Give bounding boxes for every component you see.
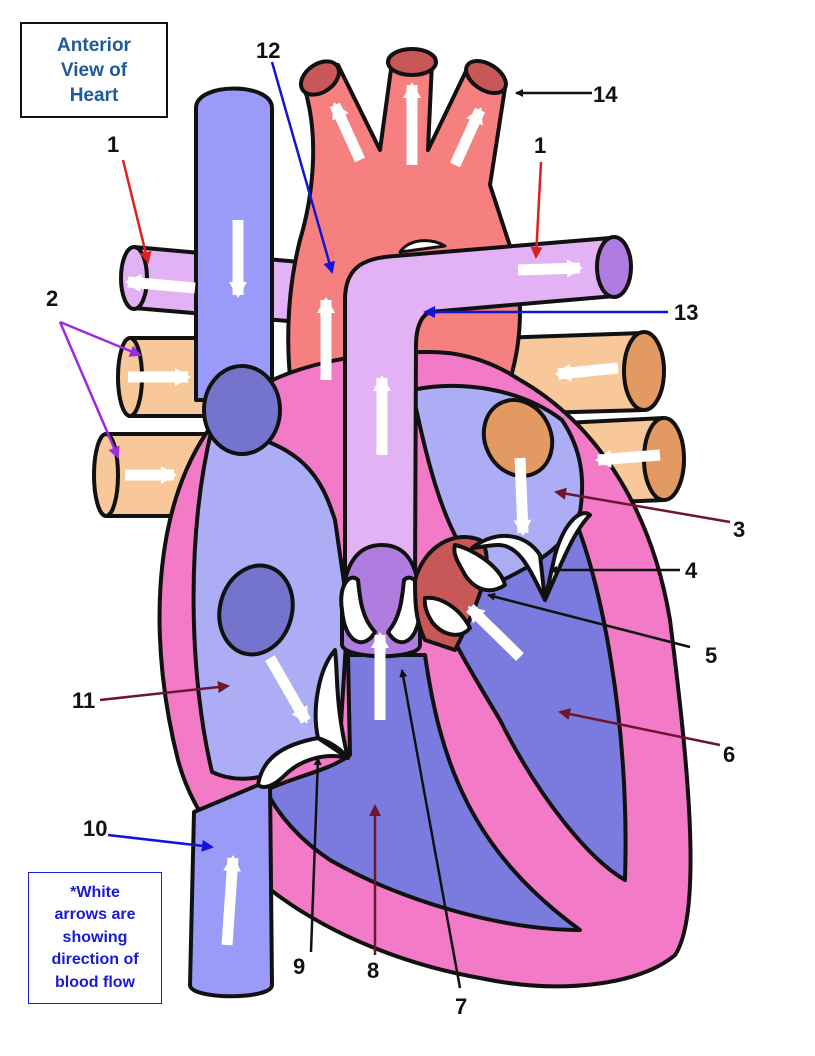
mitral-valve xyxy=(470,511,592,602)
flow-arrow xyxy=(517,259,583,278)
left-atrium-opening xyxy=(481,398,555,478)
leader-line-1b xyxy=(530,161,543,259)
leader-line-12 xyxy=(270,61,336,274)
leader-line-10 xyxy=(107,833,214,852)
number-labels: 1 1 2 3 4 5 6 7 8 9 10 11 12 13 14 xyxy=(46,38,745,1019)
flow-arrow xyxy=(595,449,661,468)
flow-arrow xyxy=(265,655,311,724)
flow-arrows xyxy=(125,82,661,946)
tricuspid-valve xyxy=(256,648,350,789)
leader-line-2b xyxy=(58,321,120,459)
label-13: 13 xyxy=(674,300,698,325)
label-7: 7 xyxy=(455,994,467,1019)
leader-line-9 xyxy=(309,757,322,953)
title-box: Anterior View of Heart xyxy=(20,22,168,118)
label-4: 4 xyxy=(685,558,698,583)
title-line-2: View of xyxy=(60,59,128,81)
label-5: 5 xyxy=(705,643,717,668)
label-8: 8 xyxy=(367,958,379,983)
note-line-3: showing xyxy=(62,928,128,946)
leader-line-2a xyxy=(59,320,142,357)
leader-line-5 xyxy=(487,592,691,649)
note-line-1: *White xyxy=(70,883,120,901)
label-9: 9 xyxy=(293,954,305,979)
flow-arrow xyxy=(329,102,366,163)
flow-arrow xyxy=(555,362,619,382)
aortic-valve xyxy=(413,534,507,652)
label-2: 2 xyxy=(46,286,58,311)
leader-line-1a xyxy=(121,159,152,264)
pulmonary-valve xyxy=(339,543,423,659)
label-12: 12 xyxy=(256,38,280,63)
flow-arrow xyxy=(125,274,196,294)
note-line-5: blood flow xyxy=(55,973,135,991)
label-1b: 1 xyxy=(534,133,546,158)
label-10: 10 xyxy=(83,816,107,841)
leader-lines xyxy=(58,61,731,989)
leader-line-11 xyxy=(99,681,230,702)
label-1a: 1 xyxy=(107,132,119,157)
coronary-sinus xyxy=(217,563,295,657)
title-line-3: Heart xyxy=(69,84,119,106)
flow-arrow xyxy=(449,107,486,168)
flow-arrow xyxy=(221,855,242,946)
label-14: 14 xyxy=(593,82,618,107)
leader-line-7 xyxy=(399,669,462,989)
note-box: *White arrows are showing direction of b… xyxy=(28,872,162,1004)
note-line-2: arrows are xyxy=(54,906,136,924)
pulmonary-trunk xyxy=(343,235,633,582)
flow-arrow xyxy=(513,457,532,536)
flow-arrow xyxy=(466,604,524,661)
label-3: 3 xyxy=(733,517,745,542)
note-line-4: direction of xyxy=(51,951,139,969)
leader-line-6 xyxy=(558,708,721,747)
label-11: 11 xyxy=(72,688,95,713)
title-line-1: Anterior xyxy=(57,34,131,56)
leader-line-3 xyxy=(554,487,731,524)
label-6: 6 xyxy=(723,742,735,767)
